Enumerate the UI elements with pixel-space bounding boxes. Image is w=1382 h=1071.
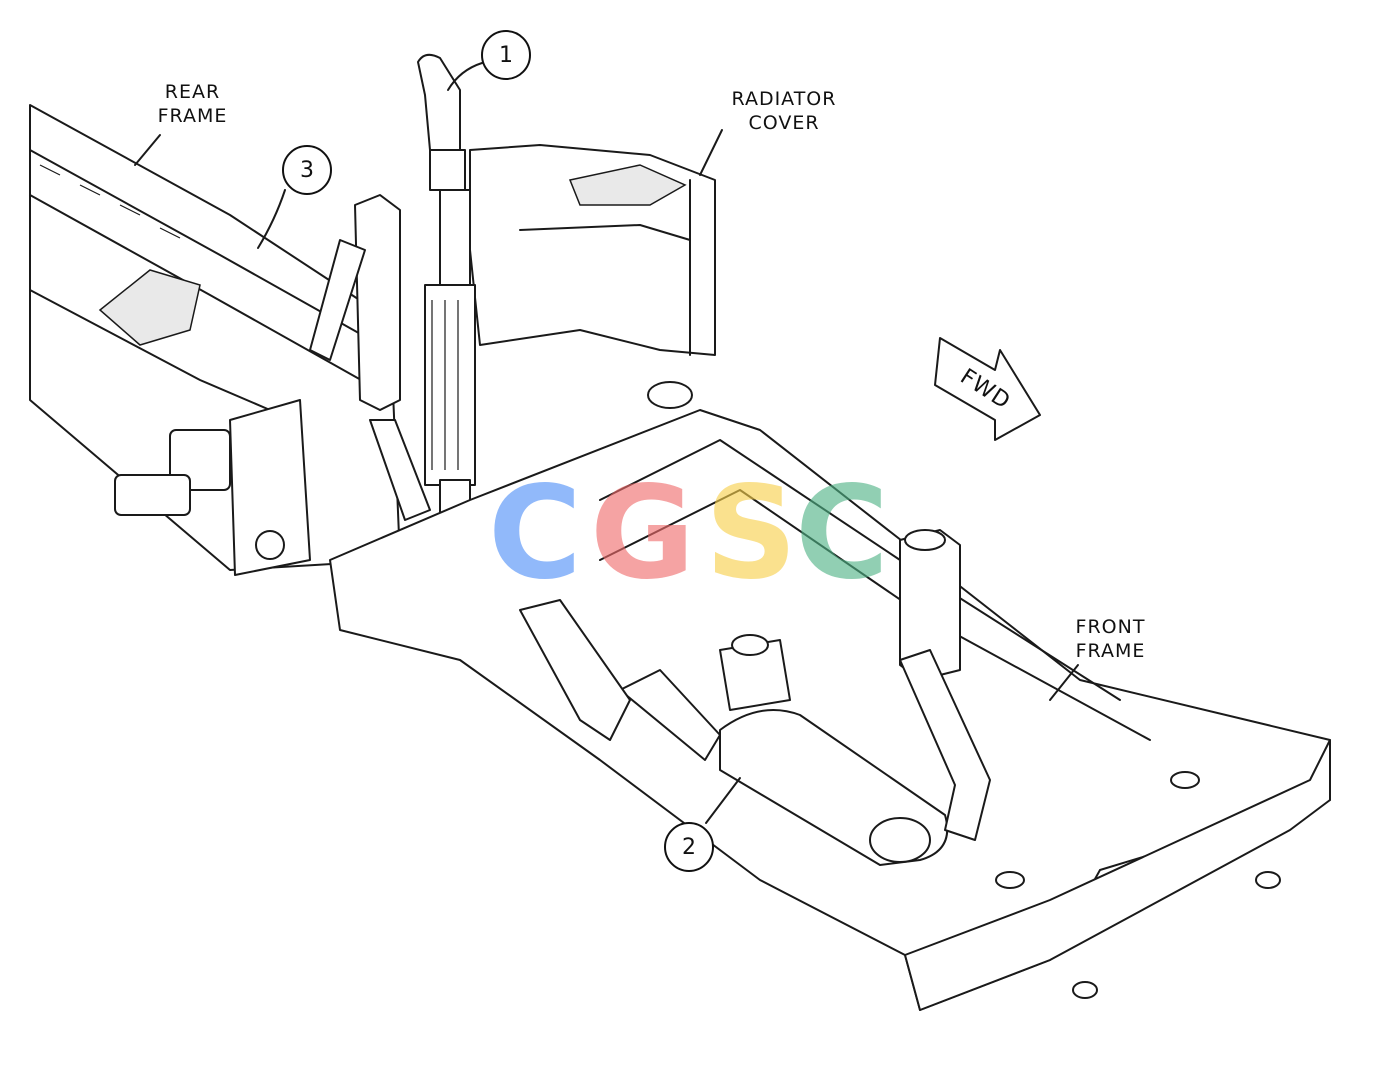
label-front-frame-line1: FRONT <box>1075 616 1146 638</box>
watermark-letter-4: C <box>795 459 889 608</box>
front-frame-drawing <box>329 381 1331 1011</box>
leader-lines <box>134 62 1079 824</box>
exhaust-stack-drawing <box>309 53 476 581</box>
callout-2: 2 <box>664 822 714 872</box>
label-rear-frame-line2: FRAME <box>157 105 228 127</box>
label-radiator-cover-line2: COVER <box>748 112 820 134</box>
forward-arrow <box>934 337 1041 441</box>
watermark-letter-1: C <box>488 459 582 608</box>
callout-3: 3 <box>282 145 332 195</box>
callout-1: 1 <box>481 30 531 80</box>
muffler-drawing <box>519 599 991 866</box>
label-front-frame: FRONT FRAME <box>1058 615 1163 663</box>
watermark-letter-2: G <box>590 459 696 608</box>
label-radiator-cover: RADIATOR COVER <box>715 87 853 135</box>
radiator-cover-drawing <box>469 144 716 356</box>
label-rear-frame-line1: REAR <box>164 81 221 103</box>
label-radiator-cover-line1: RADIATOR <box>731 88 837 110</box>
label-rear-frame: REAR FRAME <box>140 80 245 128</box>
watermark-letter-3: S <box>705 459 798 608</box>
rear-frame-drawing <box>29 104 401 576</box>
label-front-frame-line2: FRAME <box>1075 640 1146 662</box>
